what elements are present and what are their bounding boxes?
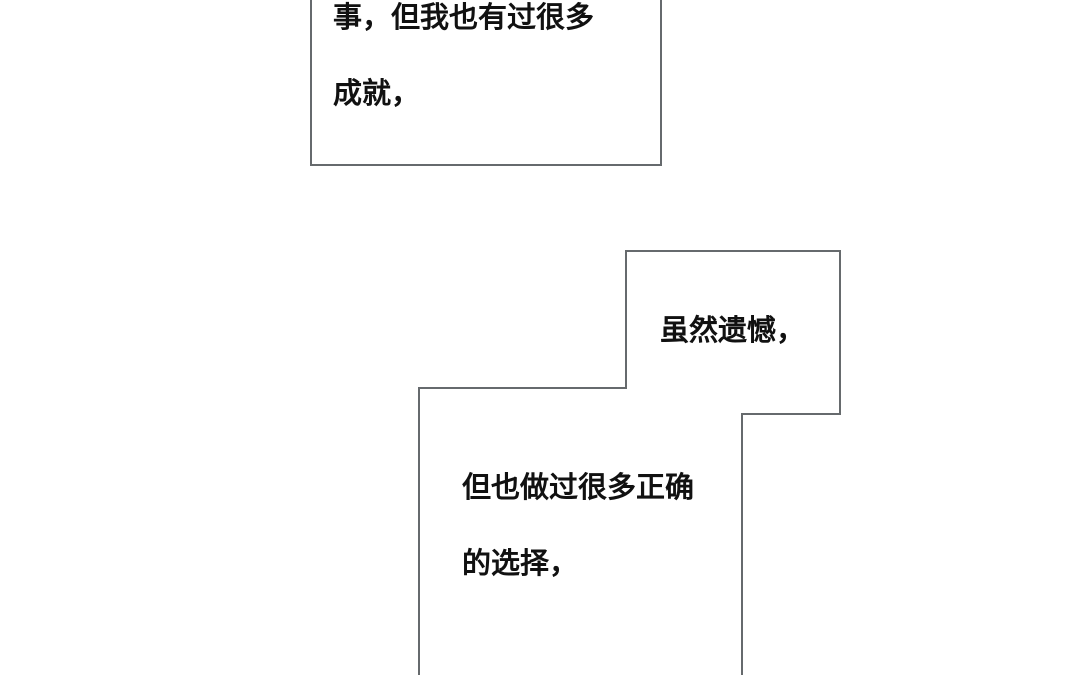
caption-1-line-2: 成就， <box>333 76 421 110</box>
caption-box-2-3-merged <box>418 250 841 675</box>
caption-1-line-1: 事，但我也有过很多 <box>333 0 595 34</box>
caption-3-line-1: 但也做过很多正确 <box>462 470 695 504</box>
caption-box-1 <box>310 0 662 166</box>
caption-2-line-1: 虽然遗憾， <box>660 313 806 347</box>
caption-3-line-2: 的选择， <box>462 546 579 580</box>
